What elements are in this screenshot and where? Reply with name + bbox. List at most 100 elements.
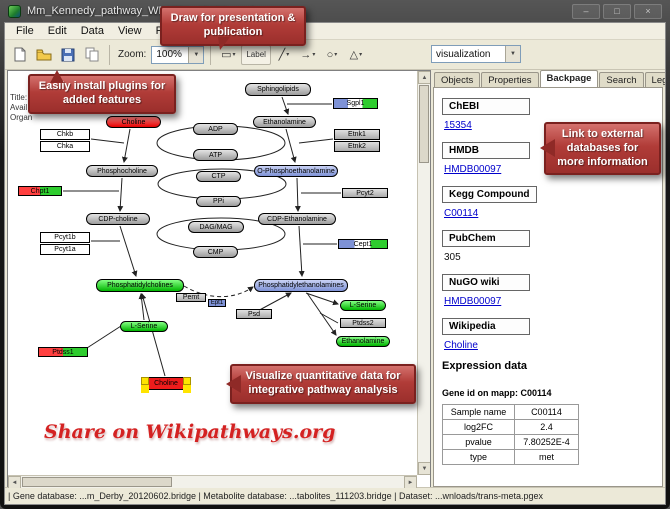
database-link[interactable]: C00114 — [444, 208, 479, 219]
line-tool-button[interactable]: ╱▾ — [273, 44, 295, 66]
title-bar[interactable]: Mm_Kennedy_pathway_WP1771_45176.gpml – □… — [0, 0, 670, 22]
chevron-down-icon: ▾ — [359, 52, 363, 58]
menu-data[interactable]: Data — [80, 25, 104, 37]
pathway-node-adp[interactable]: ADP — [193, 123, 238, 135]
pathway-node-choline[interactable]: Choline — [141, 377, 191, 390]
save-button[interactable] — [57, 44, 79, 66]
maximize-button[interactable]: □ — [603, 3, 631, 19]
database-header: HMDB — [442, 142, 530, 159]
open-file-button[interactable] — [33, 44, 55, 66]
oval-tool-button[interactable]: ○▾ — [321, 44, 343, 66]
minimize-button[interactable]: – — [572, 3, 600, 19]
horizontal-scroll-thumb[interactable] — [22, 477, 172, 487]
scroll-right-button[interactable]: ► — [404, 476, 417, 488]
shape-tool-button[interactable]: △▾ — [345, 44, 367, 66]
pathway-node-sgpl1[interactable]: Sgpl1 — [333, 98, 378, 109]
toolbar: Zoom: 100% ▼ ▭▾ Label ╱▾ →▾ ○▾ △▾ visual… — [5, 40, 665, 70]
scroll-up-button[interactable]: ▲ — [418, 71, 430, 84]
pathway-edges — [63, 96, 341, 377]
chevron-down-icon: ▾ — [334, 52, 338, 58]
datanode-tool-button[interactable]: ▭▾ — [217, 44, 239, 66]
pathway-node-chpt1[interactable]: Chpt1 — [18, 186, 62, 196]
label-tool-button[interactable]: Label — [241, 44, 271, 65]
visualization-combobox[interactable]: visualization ▼ — [431, 45, 521, 63]
pathway-node-cdp-ethanolamine[interactable]: CDP-Ethanolamine — [258, 213, 336, 225]
database-link[interactable]: HMDB00097 — [444, 164, 502, 175]
pathway-node-pcyt1a[interactable]: Pcyt1a — [40, 244, 90, 255]
pathway-node-ppi[interactable]: PPi — [196, 196, 241, 207]
toolbar-separator — [210, 44, 212, 65]
pathway-node-pemt[interactable]: Pemt — [176, 293, 206, 302]
pathway-node-pcyt2[interactable]: Pcyt2 — [342, 188, 388, 198]
copy-button[interactable] — [81, 44, 103, 66]
pathway-node-ept1[interactable]: Ept1 — [208, 299, 226, 307]
datanode-icon: ▭ — [221, 48, 231, 61]
pathway-node-ethanolamine[interactable]: Ethanolamine — [253, 116, 316, 128]
scroll-down-button[interactable]: ▼ — [418, 462, 430, 475]
app-icon — [8, 4, 21, 18]
database-header: PubChem — [442, 230, 530, 247]
tab-backpage[interactable]: Backpage — [539, 70, 599, 87]
visualization-dropdown-arrow[interactable]: ▼ — [505, 46, 520, 62]
pathway-node-ptdss2[interactable]: Ptdss2 — [340, 318, 386, 328]
pathway-node-l-serine[interactable]: L-Serine — [120, 321, 168, 332]
arrow-icon: → — [300, 48, 312, 61]
zoom-dropdown-arrow[interactable]: ▼ — [188, 46, 204, 63]
pathway-node-ethanolamine[interactable]: Ethanolamine — [336, 336, 390, 347]
pathway-node-psd[interactable]: Psd — [236, 309, 272, 319]
tab-search[interactable]: Search — [599, 72, 644, 87]
database-link[interactable]: 15354 — [444, 120, 472, 131]
pathway-node-pcyt1b[interactable]: Pcyt1b — [40, 232, 90, 243]
database-header: Wikipedia — [442, 318, 530, 335]
pathway-node-choline[interactable]: Choline — [106, 116, 161, 128]
pathway-node-dag-mag[interactable]: DAG/MAG — [188, 221, 244, 233]
menu-edit[interactable]: Edit — [47, 25, 67, 37]
callout-external-databases: Link to external databases for more info… — [540, 122, 661, 176]
scroll-left-button[interactable]: ◄ — [8, 476, 21, 488]
open-folder-icon — [36, 49, 52, 60]
database-link[interactable]: HMDB00097 — [444, 296, 502, 307]
attribute-label: Title: — [10, 93, 28, 102]
callout-draw-presentation: Draw for presentation & publication — [160, 6, 306, 49]
menu-view[interactable]: View — [117, 25, 142, 37]
database-header: NuGO wiki — [442, 274, 530, 291]
menu-file[interactable]: File — [16, 25, 34, 37]
pathway-node-etnk1[interactable]: Etnk1 — [334, 129, 380, 140]
pathway-node-chka[interactable]: Chka — [40, 141, 90, 152]
canvas-vertical-scrollbar[interactable]: ▲ ▼ — [417, 71, 430, 475]
oval-icon: ○ — [326, 48, 334, 61]
pathway-node-cept1[interactable]: Cept1 — [338, 239, 388, 249]
pathway-node-atp[interactable]: ATP — [193, 149, 238, 161]
pathway-node-cmp[interactable]: CMP — [193, 246, 238, 258]
database-link[interactable]: Choline — [444, 340, 478, 351]
pathway-node-ptdss1[interactable]: Ptdss1 — [38, 347, 88, 357]
pathway-node-sphingolipids[interactable]: Sphingolipids — [245, 83, 311, 96]
attribute-label: Organ — [10, 113, 33, 122]
visualization-value: visualization — [436, 48, 491, 60]
menu-bar: FileEditDataViewPluginsHelp — [5, 23, 665, 40]
pathway-node-etnk2[interactable]: Etnk2 — [334, 141, 380, 152]
zoom-combobox[interactable]: 100% ▼ — [151, 45, 205, 64]
tab-objects[interactable]: Objects — [434, 72, 481, 87]
pathway-node-o-phosphoethanolamine[interactable]: O-Phosphoethanolamine — [254, 165, 338, 177]
connector-tool-button[interactable]: →▾ — [297, 44, 319, 66]
pathway-node-ctp[interactable]: CTP — [196, 171, 241, 182]
pathway-node-phosphatidylcholines[interactable]: Phosphatidylcholines — [96, 279, 184, 292]
pathway-node-l-serine[interactable]: L-Serine — [340, 300, 386, 311]
tab-properties[interactable]: Properties — [481, 72, 539, 87]
canvas-horizontal-scrollbar[interactable]: ◄ ► — [8, 475, 417, 488]
pathway-node-phosphocholine[interactable]: Phosphocholine — [86, 165, 158, 177]
new-file-button[interactable] — [9, 44, 31, 66]
tab-legend[interactable]: Legend — [644, 72, 665, 87]
pathway-node-phosphatidylethanolamines[interactable]: Phosphatidylethanolamines — [254, 279, 348, 292]
zoom-value: 100% — [156, 49, 182, 60]
pathway-node-chkb[interactable]: Chkb — [40, 129, 90, 140]
pathway-node-cdp-choline[interactable]: CDP-choline — [86, 213, 150, 225]
chevron-down-icon: ▾ — [312, 52, 316, 58]
vertical-scroll-thumb[interactable] — [419, 85, 429, 163]
close-button[interactable]: × — [634, 3, 662, 19]
